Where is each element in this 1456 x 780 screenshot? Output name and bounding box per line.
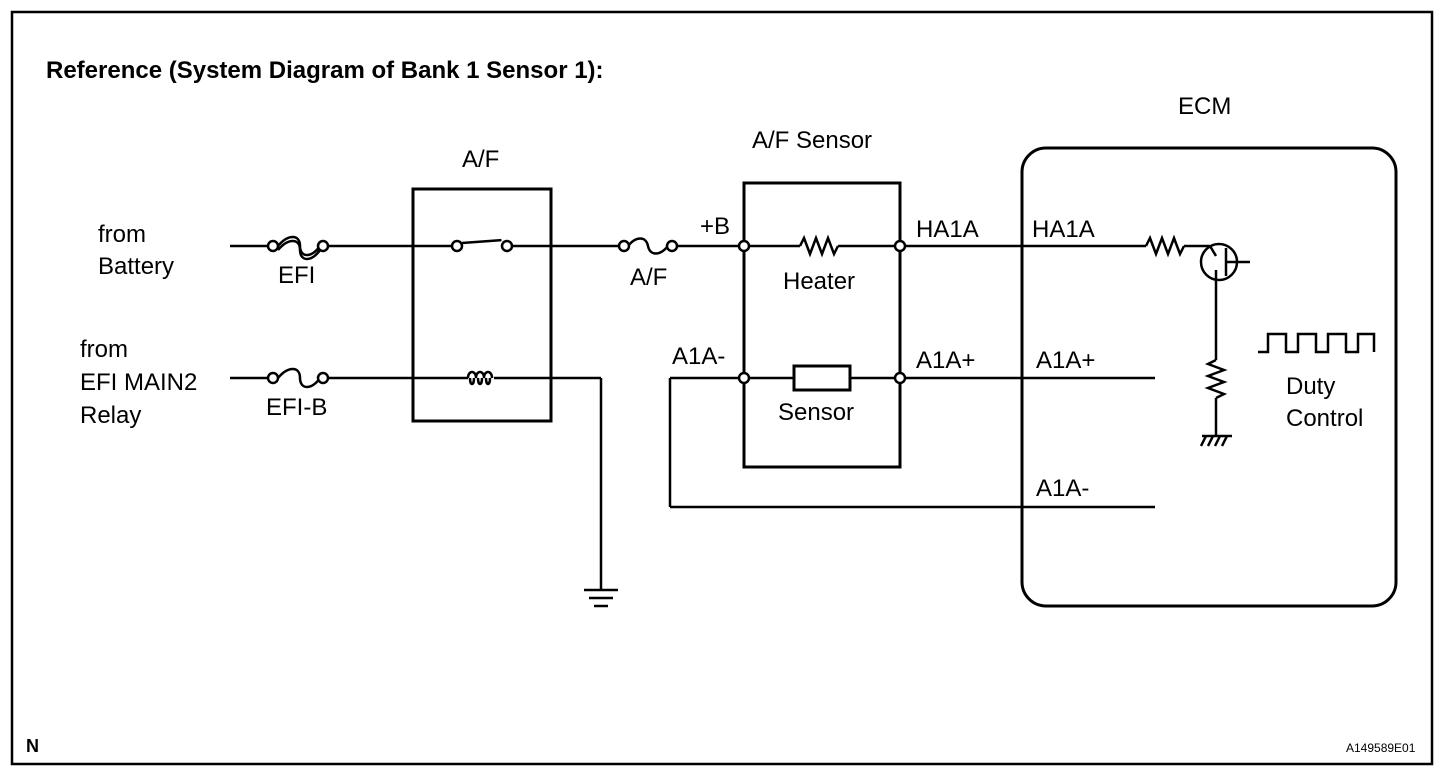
wire-efi-main2 (230, 376, 603, 590)
terminal-plus-b (737, 239, 751, 253)
label-from-efi-2: EFI MAIN2 (80, 369, 197, 396)
af-sensor-box (742, 181, 902, 469)
pulldown-resistor-icon (1204, 358, 1228, 436)
label-plus-b: +B (700, 213, 730, 240)
wire-a1a-minus (668, 376, 1155, 509)
label-from-efi-1: from (80, 336, 128, 363)
label-ha1a-sensor: HA1A (916, 216, 979, 243)
label-duty-1: Duty (1286, 373, 1335, 400)
sensor-element-icon (744, 364, 900, 392)
label-from-efi-3: Relay (80, 402, 141, 429)
relay-box (411, 187, 553, 423)
label-relay: A/F (462, 146, 499, 173)
label-heater: Heater (783, 268, 855, 295)
ground-icon (584, 588, 618, 608)
relay-switch-icon (450, 238, 514, 253)
label-a1a-plus-sensor: A1A+ (916, 347, 975, 374)
fuse-efib-icon (266, 367, 330, 389)
heater-resistor-icon (744, 234, 900, 258)
corner-letter: N (26, 736, 39, 756)
label-from-battery-2: Battery (98, 253, 174, 280)
label-from-battery-1: from (98, 221, 146, 248)
label-fuse-efib: EFI-B (266, 394, 327, 421)
terminal-ha1a-sensor (893, 239, 907, 253)
label-fuse-af: A/F (630, 264, 667, 291)
fuse-efi-icon (266, 235, 330, 261)
diagram-frame (10, 10, 1434, 766)
terminal-a1a-plus-sensor (893, 371, 907, 385)
label-sensor: Sensor (778, 399, 854, 426)
terminal-a1a-minus-sensor (737, 371, 751, 385)
ecm-resistor-icon (1144, 234, 1210, 258)
relay-coil-icon (466, 370, 494, 386)
label-sensor-title: A/F Sensor (752, 127, 872, 154)
duty-waveform-icon (1258, 332, 1376, 354)
label-a1a-plus-ecm: A1A+ (1036, 347, 1095, 374)
label-a1a-minus-ecm: A1A- (1036, 475, 1089, 502)
label-a1a-minus-left: A1A- (672, 343, 725, 370)
label-duty-2: Control (1286, 405, 1363, 432)
diagram-title: Reference (System Diagram of Bank 1 Sens… (46, 57, 604, 84)
ecm-box (1020, 146, 1398, 608)
label-ecm: ECM (1178, 93, 1231, 120)
figure-id: A149589E01 (1346, 741, 1416, 755)
chassis-ground-icon (1199, 434, 1232, 447)
label-ha1a-ecm: HA1A (1032, 216, 1095, 243)
label-fuse-efi: EFI (278, 262, 315, 289)
fuse-af-icon (617, 237, 679, 255)
transistor-icon (1199, 242, 1250, 360)
